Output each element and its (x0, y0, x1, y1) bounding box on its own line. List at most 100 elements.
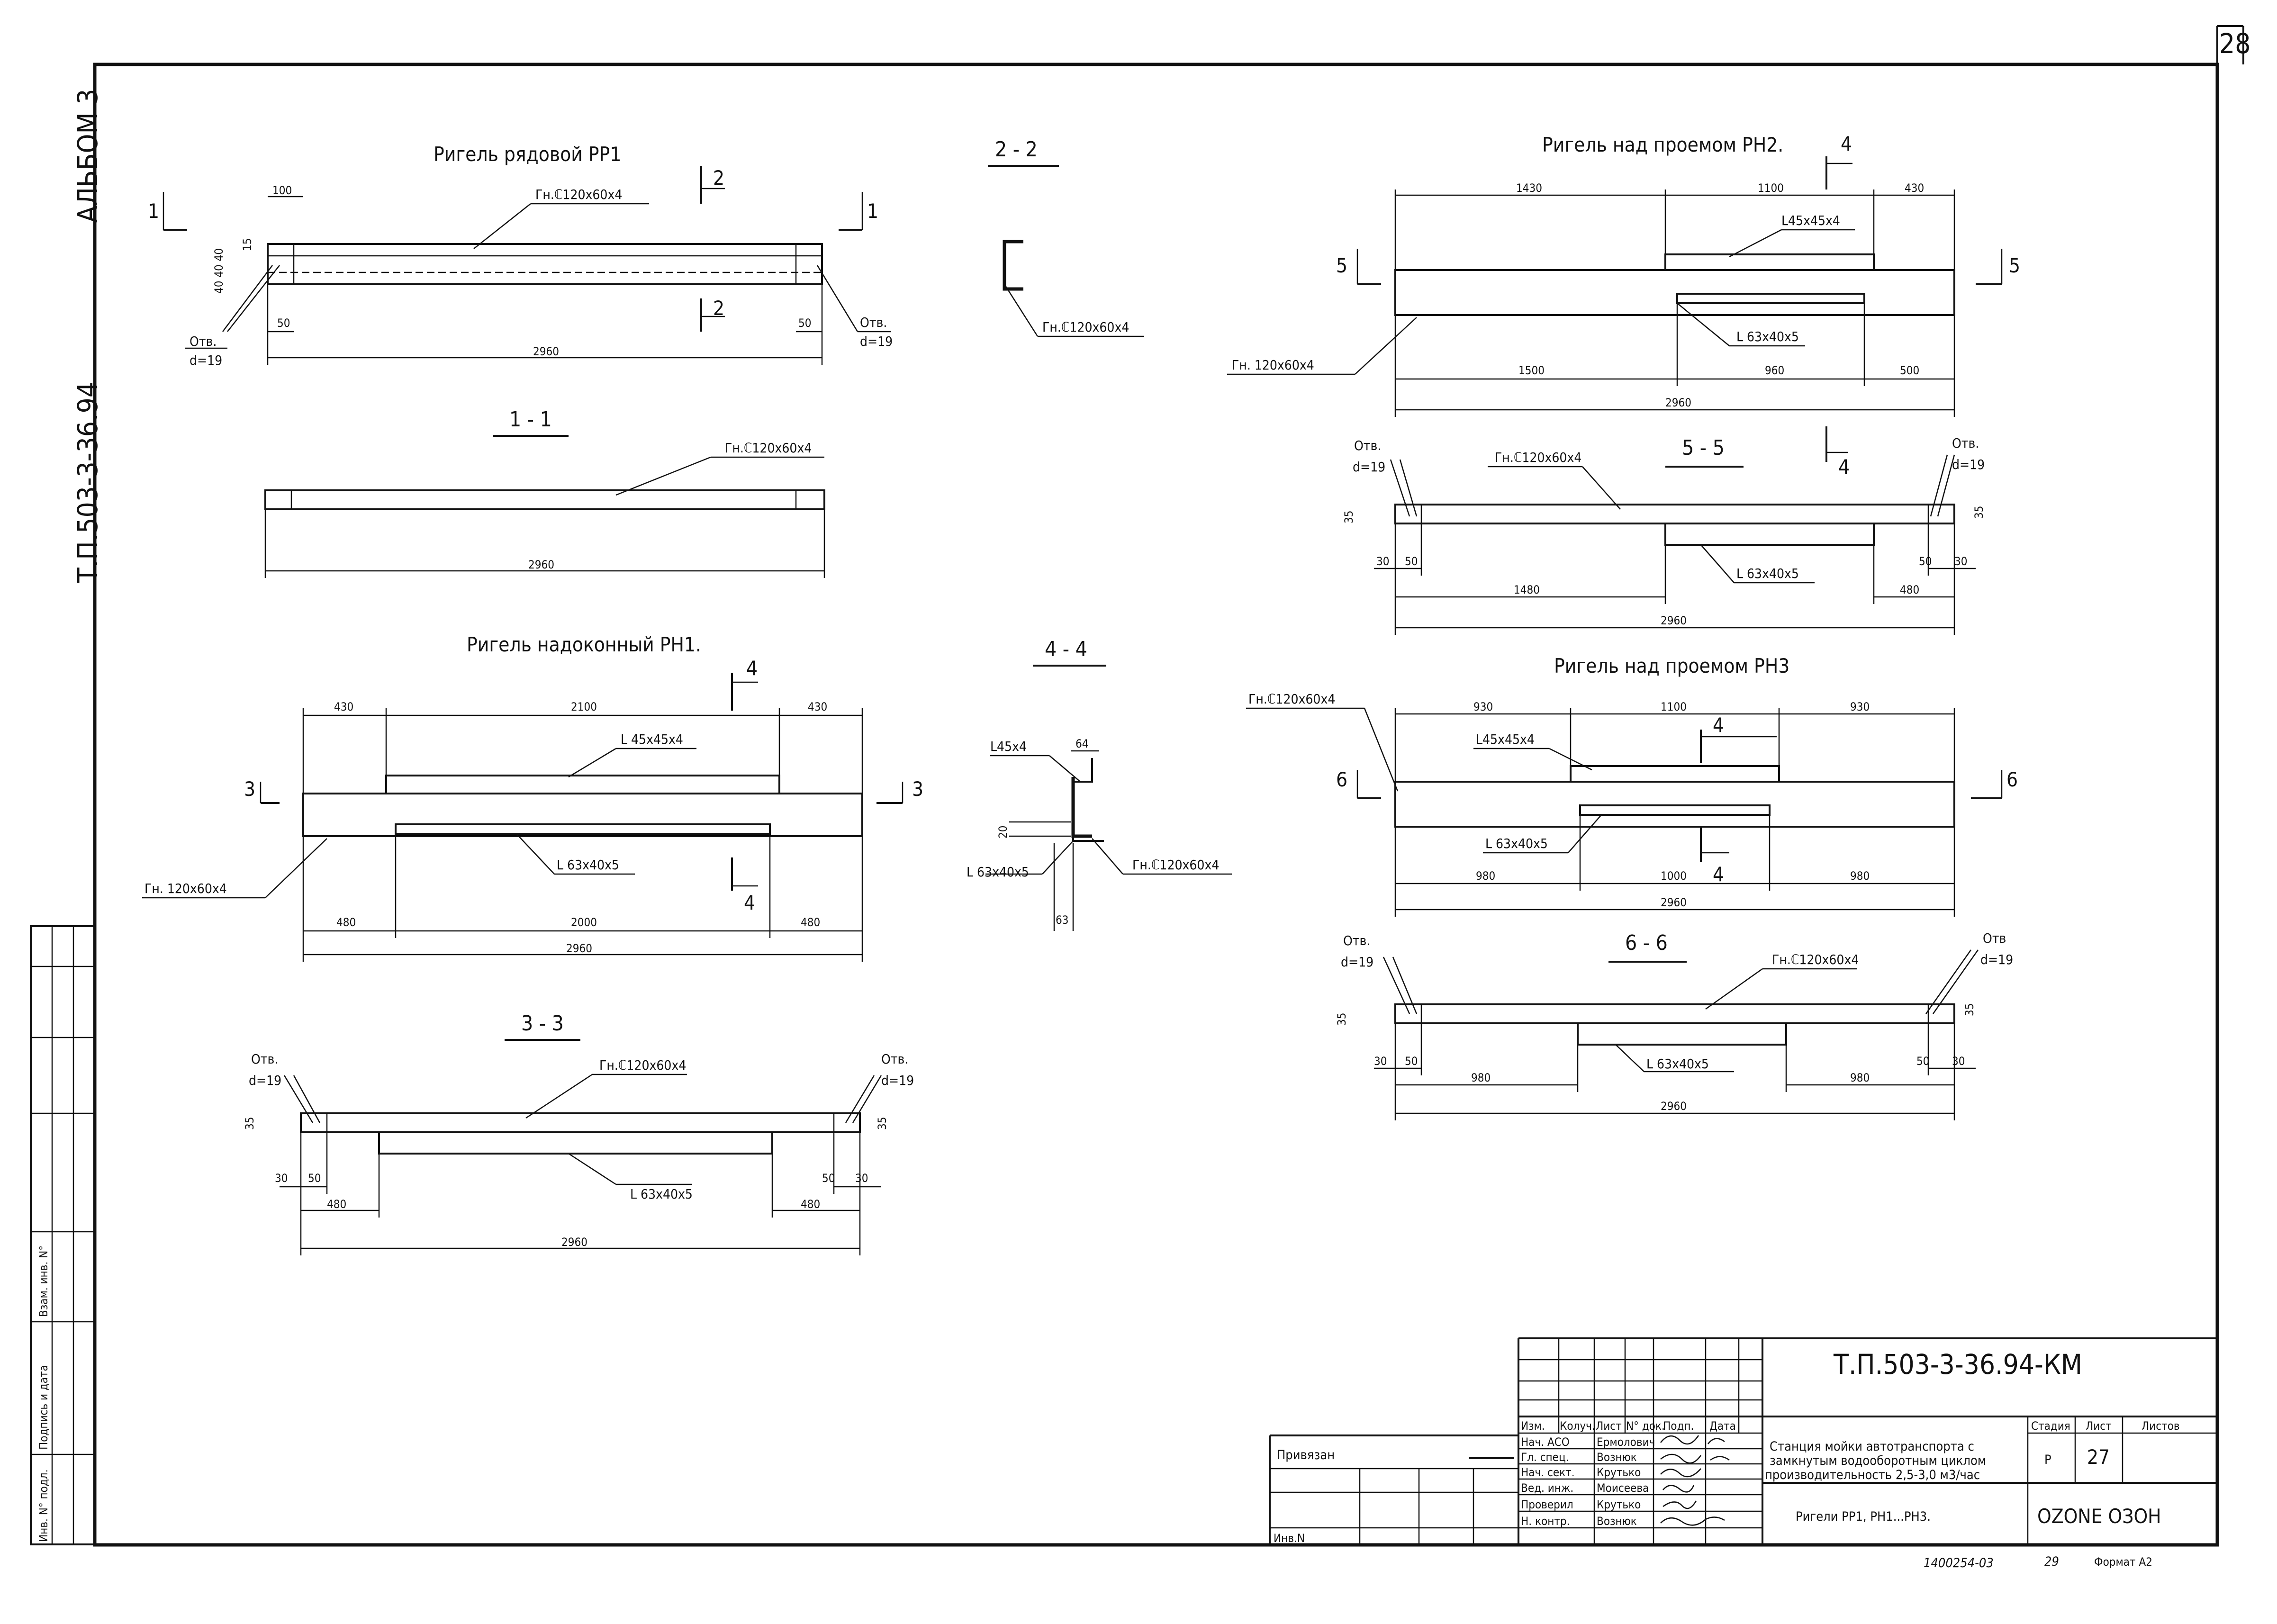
rn3-tube: Гн.ℂ120х60х4 (1248, 691, 1335, 707)
page-number: 28 (2219, 27, 2250, 60)
desc-line-3: производительность 2,5-3,0 м3/час (1765, 1468, 1980, 1482)
rn3-bot-2: 980 (1850, 869, 1870, 883)
rn2-top-1: 1100 (1758, 181, 1784, 195)
s22-title: 2 - 2 (995, 137, 1038, 162)
s44-d64: 64 (1075, 737, 1088, 750)
rn1-tube: Гн. 120х60х4 (145, 881, 227, 896)
inner-frame (93, 63, 2219, 1547)
role-2: Нач. сект. (1521, 1466, 1575, 1479)
rn2-total: 2960 (1665, 396, 1691, 409)
s33-d-right: d=19 (881, 1073, 914, 1088)
rn1-angle-bottom: L 63х40х5 (557, 857, 619, 873)
rn1-title: Ригель надоконный РН1. (467, 633, 701, 656)
s33-angle: L 63х40х5 (630, 1186, 693, 1202)
rn3-top-2: 930 (1850, 700, 1870, 713)
beam-rn3-view: Ригель над проемом РН3 4 4 6 6 Гн.ℂ120х6… (1246, 654, 2018, 917)
s66-d980-left: 980 (1471, 1071, 1491, 1084)
s66-d30-left: 30 (1374, 1055, 1387, 1068)
rn3-cut6-right: 6 (2006, 768, 2018, 791)
rr1-cut2-bottom: 2 (713, 297, 724, 320)
s33-d480-right: 480 (801, 1198, 820, 1211)
s11-profile: Гн.ℂ120х60х4 (725, 440, 812, 456)
vzam-inv-label: Взам. инв. N° (37, 1245, 50, 1317)
s66-angle: L 63х40х5 (1646, 1056, 1709, 1072)
s44-angle-top: L45х4 (990, 739, 1027, 754)
rr1-dim-100: 100 (272, 184, 292, 197)
rn1-cut3-left: 3 (244, 777, 255, 801)
rn1-top-0: 430 (334, 700, 353, 713)
rn2-tube: Гн. 120х60х4 (1232, 357, 1314, 373)
rn3-cut6-left: 6 (1336, 768, 1347, 791)
s33-hole-left: Отв. (251, 1051, 278, 1067)
title-block: Т.П.503-3-36.94-КМ Изм. Колуч. Лист N° д… (1269, 1337, 2217, 1570)
signatures (1660, 1435, 1730, 1526)
s66-d-left: d=19 (1341, 954, 1373, 970)
rn2-bot-1: 960 (1765, 364, 1784, 377)
name-1: Вознюк (1597, 1451, 1637, 1464)
rr1-dim-15: 15 (241, 238, 254, 251)
rn2-bot-0: 1500 (1518, 364, 1545, 377)
rr1-dim-2960: 2960 (533, 345, 559, 358)
name-3: Моисеева (1597, 1481, 1649, 1495)
album-label: АЛЬБОМ 3 (72, 89, 104, 223)
rn3-title: Ригель над проемом РН3 (1554, 654, 1789, 677)
company-logo: OZONE ОЗОН (2037, 1505, 2161, 1528)
s33-d2960: 2960 (561, 1236, 587, 1249)
rn3-bot-0: 980 (1476, 869, 1495, 883)
rr1-dim-stack: 40 40 40 (212, 248, 226, 294)
rr1-cut1-right: 1 (867, 199, 878, 223)
s55-d-right: d=19 (1952, 457, 1985, 472)
sheet-header: Лист (2086, 1419, 2112, 1433)
s22-profile: Гн.ℂ120х60х4 (1042, 319, 1129, 335)
footer-page: 29 (2044, 1554, 2059, 1569)
s33-d480-left: 480 (327, 1198, 346, 1211)
project-code-vertical: Т.П.503-3-36.94 (72, 382, 104, 583)
s66-d980-right: 980 (1850, 1071, 1870, 1084)
s55-d-left: d=19 (1353, 459, 1385, 475)
s33-d50-left: 50 (308, 1172, 321, 1185)
name-4: Крутько (1597, 1498, 1641, 1511)
role-3: Вед. инж. (1521, 1481, 1573, 1495)
rn3-cut4-top: 4 (1713, 713, 1724, 737)
s33-d-left: d=19 (249, 1073, 281, 1088)
rn3-top-1: 1100 (1661, 700, 1687, 713)
format-label: Формат А2 (2094, 1555, 2152, 1569)
privyazan-label: Привязан (1277, 1448, 1335, 1462)
section-1-1: 1 - 1 Гн.ℂ120х60х4 2960 (264, 407, 825, 578)
s11-dim-2960: 2960 (528, 558, 554, 571)
rn1-bot-1: 2000 (571, 916, 597, 929)
rr1-hole-right: Отв. (860, 315, 887, 330)
s55-d30-right: 30 (1954, 555, 1967, 568)
beam-rn1-view: Ригель надоконный РН1. 3 3 4 4 L 45х45х4… (142, 633, 923, 962)
s44-angle-bottom: L 63х40х5 (967, 864, 1029, 880)
section-5-5: 5 - 5 4 Гн.ℂ120х60х4 L 63х40х5 Отв. d=19… (1342, 426, 1986, 635)
rn1-angle-top: L 45х45х4 (621, 731, 683, 747)
s66-hole-left: Отв. (1343, 933, 1370, 948)
s55-d30-left: 30 (1376, 555, 1389, 568)
beam-rr1-view: Ригель рядовой РР1 1 1 2 2 Гн.ℂ120х60х4 … (148, 143, 893, 368)
rn1-top-2: 430 (808, 700, 827, 713)
rr1-dim-50-right: 50 (798, 316, 811, 330)
rn2-title: Ригель над проемом РН2. (1542, 133, 1783, 156)
s66-d35-left: 35 (1335, 1013, 1348, 1026)
rn2-top-0: 1430 (1516, 181, 1542, 195)
rr1-profile: Гн.ℂ120х60х4 (535, 187, 622, 202)
stage-header: Стадия (2031, 1419, 2070, 1433)
s66-d35-right: 35 (1963, 1003, 1976, 1016)
s44-d20: 20 (996, 826, 1010, 839)
s55-hole-left: Отв. (1354, 438, 1381, 453)
col-data: Дата (1709, 1419, 1736, 1433)
s33-title: 3 - 3 (521, 1011, 564, 1036)
s55-angle: L 63х40х5 (1736, 566, 1799, 581)
s66-title: 6 - 6 (1625, 931, 1668, 955)
section-3-3: 3 - 3 Гн.ℂ120х60х4 L 63х40х5 Отв. d=19 О… (243, 1011, 914, 1255)
doc-code: Т.П.503-3-36.94-КМ (1833, 1348, 2082, 1380)
s33-d35-right: 35 (876, 1117, 889, 1130)
rn2-angle-bottom: L 63х40х5 (1736, 329, 1799, 344)
rr1-d-right: d=19 (860, 334, 893, 349)
section-6-6: 6 - 6 Гн.ℂ120х60х4 L 63х40х5 Отв. d=19 О… (1335, 930, 2013, 1120)
rn1-total: 2960 (566, 942, 592, 955)
rn3-angle-bottom: L 63х40х5 (1485, 836, 1548, 851)
role-0: Нач. АСО (1521, 1435, 1570, 1449)
s55-d50-right: 50 (1919, 555, 1932, 568)
